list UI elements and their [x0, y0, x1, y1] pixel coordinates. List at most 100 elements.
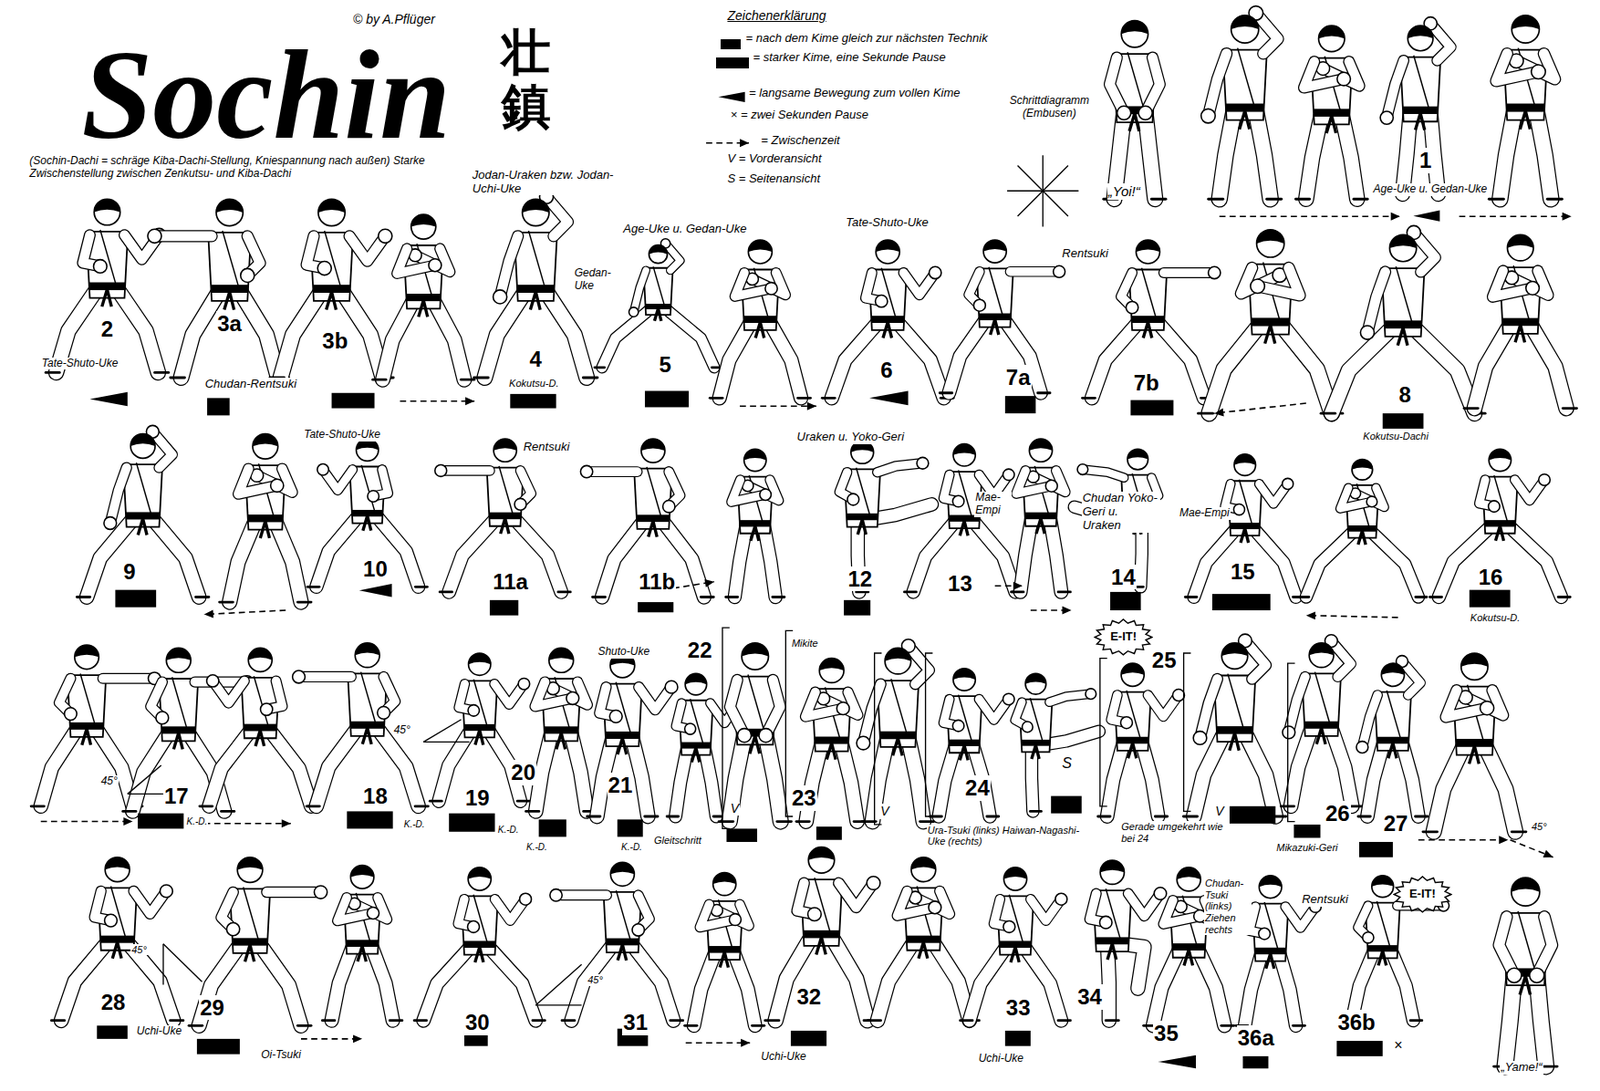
foot: [219, 601, 234, 604]
belt-ends: [617, 737, 627, 755]
kime-box: [1212, 593, 1271, 611]
annotation: V: [729, 800, 740, 816]
hair: [318, 198, 345, 213]
karateka-figure: [580, 438, 714, 597]
head: [685, 673, 707, 695]
callout-number: 15: [1229, 559, 1257, 585]
black-belt: [312, 284, 351, 293]
karateka-figure: [1464, 234, 1577, 408]
hair: [354, 643, 380, 655]
limb: [1153, 949, 1180, 1026]
head: [713, 872, 737, 896]
annotation: Kokutsu-D.: [508, 377, 560, 390]
belt-ends: [1378, 950, 1387, 966]
fist: [1053, 265, 1066, 278]
limb-outline: [1537, 976, 1547, 1067]
black-belt: [70, 722, 104, 730]
limb-outline: [1245, 953, 1262, 1026]
lapel: [958, 469, 973, 517]
head: [851, 440, 874, 464]
angle-mark: [423, 719, 461, 743]
karateka-figure: [594, 238, 722, 368]
limb-outline: [1402, 742, 1419, 817]
limb-outline: [154, 229, 212, 242]
black-belt: [846, 513, 879, 520]
foot: [1082, 396, 1096, 400]
annotation: Mae-Empi: [1178, 507, 1231, 520]
belt-ends: [719, 952, 728, 968]
karateka-figure: [1298, 458, 1427, 597]
limb-outline: [1219, 111, 1235, 200]
belt-ends: [362, 727, 372, 745]
limb-outline: [632, 737, 648, 817]
foot: [1320, 412, 1336, 416]
head: [1407, 25, 1434, 52]
belt-ends: [1010, 946, 1019, 963]
karateka-figure: [1488, 15, 1562, 199]
step-arrow-head: [1543, 850, 1554, 858]
limb: [484, 291, 525, 378]
foot: [592, 595, 606, 599]
head: [1488, 448, 1511, 471]
callout-number: 8: [1398, 382, 1413, 408]
limb: [154, 230, 212, 241]
kanji-title: 壮鎮: [501, 25, 551, 135]
limb: [602, 308, 651, 367]
black-belt: [948, 739, 980, 747]
hair: [884, 647, 912, 661]
head: [549, 647, 574, 673]
fist: [609, 709, 623, 723]
limb: [729, 736, 745, 822]
limb-outline: [1163, 267, 1215, 279]
bracket: [722, 627, 730, 829]
annotation: „Yoi!“: [1107, 183, 1142, 199]
limb-outline: [1433, 746, 1465, 832]
hair: [1100, 860, 1124, 873]
foot: [196, 595, 209, 599]
lapel: [473, 679, 488, 727]
lapel: [528, 230, 545, 287]
belt-ends: [245, 945, 255, 962]
legend-text: × = zwei Sekunden Pause: [729, 108, 870, 123]
hair: [713, 872, 737, 885]
limb-outline: [1386, 60, 1403, 118]
karateka-figure: [709, 239, 811, 398]
limb: [267, 887, 322, 897]
limb: [1257, 268, 1300, 296]
callout-number: 20: [509, 759, 537, 786]
lapel: [1386, 690, 1401, 738]
fist: [1138, 105, 1153, 120]
step-arrow: [400, 400, 476, 403]
black-belt: [1304, 721, 1340, 729]
karateka-figure: [322, 865, 402, 1021]
fist: [1360, 325, 1374, 340]
fist: [664, 680, 678, 694]
hair: [411, 214, 437, 228]
limb: [1219, 111, 1235, 200]
callout-number: 18: [362, 783, 389, 810]
karateka-figure: [1082, 239, 1221, 398]
karateka-figure: [1423, 653, 1527, 832]
annotation: K.-D.: [497, 824, 520, 836]
legend-arrow-head: [739, 138, 749, 147]
limb: [1331, 327, 1393, 414]
limb-outline: [877, 942, 915, 1021]
head: [411, 214, 437, 239]
foot: [51, 1018, 64, 1022]
limb: [332, 945, 354, 1021]
fist: [866, 876, 881, 891]
limb: [1082, 469, 1124, 478]
annotation: Uchi-Uke: [135, 1025, 183, 1039]
limb: [1107, 742, 1124, 817]
karateka-figure: [292, 643, 429, 807]
limb: [1200, 678, 1218, 738]
limb-outline: [1288, 676, 1306, 733]
black-belt: [1313, 108, 1351, 117]
foot: [1208, 197, 1224, 201]
head: [953, 444, 976, 467]
black-belt: [803, 930, 841, 939]
limb: [499, 236, 519, 298]
limb: [704, 748, 717, 817]
hair: [983, 239, 1007, 252]
callout-number: 21: [607, 772, 634, 799]
